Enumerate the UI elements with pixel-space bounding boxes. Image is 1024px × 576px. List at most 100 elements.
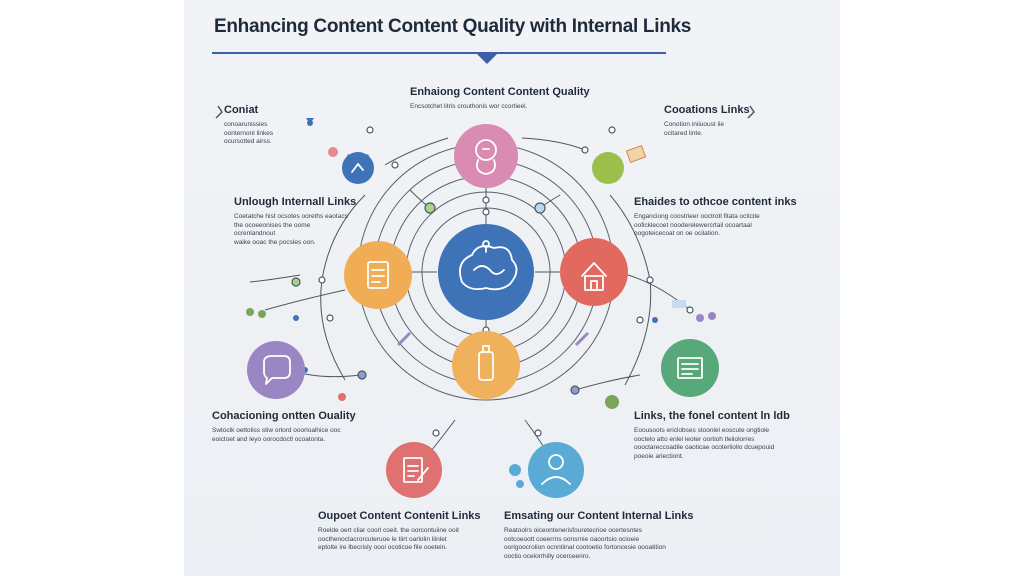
- block-mid-left: Unlough Internall Links Coetatche hist o…: [234, 196, 357, 247]
- block-bottom-left-line: eptolte ire lbecrisly oooi ocoticoe file…: [318, 544, 447, 551]
- block-lower-right: Links, the fonel content ln ldb Eoousoot…: [634, 410, 790, 461]
- joint: [432, 429, 440, 437]
- page-title: Enhancing Content Content Quality with I…: [214, 16, 692, 37]
- block-bottom-left-title: Oupoet Content Contenit Links: [318, 510, 481, 522]
- block-mid-left-title: Unlough Internall Links: [234, 196, 357, 208]
- joint: [581, 146, 589, 154]
- node-lower-right: [661, 339, 719, 397]
- joint: [482, 208, 490, 216]
- block-top-left: Coniat conoarunissies oonternonl linkes …: [224, 104, 314, 147]
- node-left: [344, 241, 412, 309]
- block-top-right-line: ocitared linte.: [664, 129, 703, 137]
- joint: [318, 276, 326, 284]
- joint: [636, 316, 644, 324]
- joint: [291, 277, 301, 287]
- block-mid-right-line: ooficklecoet nooderelewercrtail ocoartaa…: [634, 221, 752, 229]
- mini-card-icon: [672, 300, 686, 308]
- block-mid-left-line: the ocoeeonises the oome ocrenlandnout: [234, 221, 311, 238]
- mini-dot-icon: [652, 317, 658, 323]
- lightbulb-head-icon: [475, 139, 497, 175]
- mini-link-icon: [246, 308, 254, 316]
- block-bottom-right-text: Reatoolrs oiceontenerisfouretecrioe ocer…: [504, 527, 670, 561]
- mini-globe-icon: [605, 395, 619, 409]
- block-bottom-left-line: Roelde oert cliar coorl coeit. the oorco…: [318, 527, 459, 534]
- mini-funnel-icon: [306, 118, 314, 124]
- block-top-text: Encsotchet litris crouthonis wor ccortie…: [410, 103, 570, 112]
- mini-dot-icon: [338, 393, 346, 401]
- block-top-right: Cooations Links Conotion iniiuoust lie o…: [664, 104, 764, 138]
- joint: [424, 202, 436, 214]
- block-top-right-title: Cooations Links: [664, 104, 750, 116]
- joint: [646, 276, 654, 284]
- block-top-left-text: conoarunissies oonternonl linkes ocursot…: [224, 121, 314, 147]
- mini-circle-lime: [592, 152, 624, 184]
- block-lower-right-text: Eoousoots ericlobses stoonlel eoscute on…: [634, 427, 776, 461]
- joint: [686, 306, 694, 314]
- block-bottom-right-line: Reatoolrs oiceontenerisfouretecrioe ocer…: [504, 527, 643, 534]
- block-bottom-left-line: oocthenoctacrorcuteruoe le tiirt oarloli…: [318, 535, 447, 543]
- connector-6: [574, 374, 641, 391]
- mini-pencil-icon: [574, 331, 590, 347]
- block-lower-left-text: Swtoclk oettoliss stiw orlord ooorloalhi…: [212, 427, 352, 444]
- joint: [608, 126, 616, 134]
- mini-pencil-icon: [396, 331, 412, 347]
- mini-link-icon: [258, 310, 266, 318]
- block-mid-right-title: Ehaides to othcoe content inks: [634, 196, 797, 208]
- block-mid-right-line: Enganciong coostrieer ooctrotl fitata oc…: [634, 213, 760, 220]
- block-top-left-line: ocursotted airss.: [224, 138, 272, 145]
- block-top: Enhaiong Content Content Quality Encsotc…: [410, 86, 590, 112]
- node-right: [560, 238, 628, 306]
- block-mid-left-text: Coetatche hist ocsotes ooreths eaotacs t…: [234, 213, 352, 247]
- block-lower-right-line: oooctareccoadile oaoticae ocoterliollo d…: [634, 444, 775, 451]
- joint: [570, 385, 580, 395]
- mini-card-icon: [625, 144, 647, 164]
- block-lower-right-line: Eoousoots ericlobses stoonlel eoscute on…: [634, 427, 770, 434]
- joint: [482, 196, 490, 204]
- chart-mini-node-icon: [351, 163, 364, 173]
- block-lower-left-line: Swtoclk oettoliss stiw orlord ooorloalhi…: [212, 427, 341, 434]
- node-top: [454, 124, 518, 188]
- block-bottom-right-line: ooctio ocelorrhilly ocerceeriro.: [504, 552, 591, 560]
- block-top-line: Encsotchet litris crouthonis wor ccortie…: [410, 103, 528, 110]
- block-bottom-right: Emsating our Content Internal Links Reat…: [504, 510, 694, 561]
- mini-dot-icon: [293, 315, 299, 321]
- block-bottom-right-title: Emsating our Content Internal Links: [504, 510, 694, 522]
- block-lower-left-title: Cohacioning ontten Ouality: [212, 410, 356, 422]
- node-bottom: [452, 331, 520, 399]
- document-icon: [367, 261, 389, 289]
- mini-link-icon: [509, 464, 521, 476]
- block-lower-left: Cohacioning ontten Ouality Swtoclk oetto…: [212, 410, 356, 444]
- connector-3: [264, 289, 346, 311]
- house-icon: [581, 262, 607, 291]
- mini-link-icon: [516, 480, 524, 488]
- person-icon: [541, 454, 571, 485]
- block-bottom-right-line: ootcoeoott coeerrns oonsrnie oaoortsio o…: [504, 535, 640, 543]
- block-top-left-line: oonternonl linkes: [224, 129, 274, 137]
- bottle-icon: [478, 345, 494, 381]
- connector-11: [249, 274, 301, 283]
- joint: [366, 126, 374, 134]
- connector-2: [521, 137, 586, 151]
- mini-link-icon: [708, 312, 716, 320]
- joint: [326, 314, 334, 322]
- joint: [391, 161, 399, 169]
- node-small-blue: [342, 152, 374, 184]
- block-mid-right: Ehaides to othcoe content inks Engancion…: [634, 196, 797, 239]
- block-lower-right-title: Links, the fonel content ln ldb: [634, 410, 790, 422]
- node-bottom-left: [386, 442, 442, 498]
- joint: [534, 429, 542, 437]
- block-bottom-right-line: oorigoocrolion ocnntiinal cootoetio fort…: [504, 544, 666, 551]
- block-lower-right-line: poeoie ariectiont.: [634, 452, 684, 460]
- mini-pen-icon: [215, 105, 223, 119]
- edit-document-icon: [403, 457, 429, 483]
- title-underline: [212, 52, 666, 54]
- brain-network-icon: [459, 240, 518, 291]
- block-mid-right-line: oogoteicecoat on oe ocilation.: [634, 230, 721, 237]
- node-circles: [247, 124, 719, 498]
- newspaper-icon: [677, 357, 703, 379]
- block-lower-left-line: eoictoet and leyo oorocdoctl ocoatonta.: [212, 435, 326, 443]
- block-lower-right-line: ooctelo atto enlel leoter oortioh tleilo…: [634, 435, 755, 443]
- block-top-left-line: conoarunissies: [224, 121, 268, 128]
